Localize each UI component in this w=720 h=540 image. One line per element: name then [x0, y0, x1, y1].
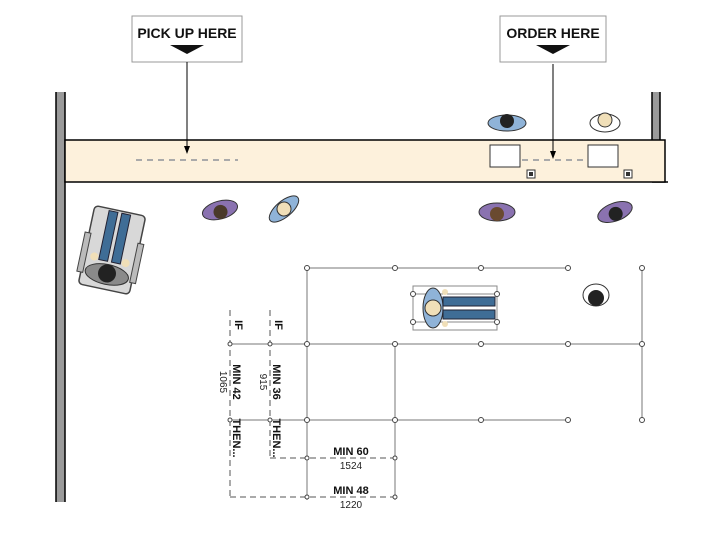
mm915-label: 915 — [257, 374, 268, 391]
customer-standing-right — [582, 283, 610, 307]
staff-person-2 — [589, 112, 621, 133]
customer-blue — [268, 195, 300, 223]
dimension-ticks — [227, 341, 398, 500]
service-counter — [64, 139, 666, 183]
staff-person-1 — [487, 114, 527, 132]
customer-purple-1 — [201, 199, 239, 221]
wheelchair-user-left — [76, 205, 146, 295]
grid-nodes — [304, 265, 645, 423]
register-1 — [489, 144, 536, 179]
pickup-sign: PICK UP HERE — [131, 15, 243, 154]
min36-label: MIN 36 — [270, 364, 282, 399]
register-2 — [587, 144, 633, 179]
order-sign-label: ORDER HERE — [506, 25, 599, 41]
mm1220-label: 1220 — [340, 500, 363, 511]
then-label-right: THEN... — [270, 418, 282, 457]
if-label-right: IF — [272, 320, 284, 330]
min42-label: MIN 42 — [230, 364, 242, 399]
mm1524-label: 1524 — [340, 461, 363, 472]
if-label-left: IF — [232, 320, 244, 330]
mm1065-label: 1065 — [217, 371, 228, 394]
customer-purple-3 — [597, 201, 633, 223]
pickup-sign-label: PICK UP HERE — [137, 25, 236, 41]
then-label-left: THEN... — [230, 418, 242, 457]
wheelchair-user-center — [410, 285, 500, 331]
dimension-lines — [229, 310, 395, 500]
min48-label: MIN 48 — [333, 485, 368, 497]
min60-label: MIN 60 — [333, 446, 368, 458]
order-sign: ORDER HERE — [499, 15, 607, 159]
left-wall — [55, 92, 66, 502]
customer-purple-2 — [478, 202, 516, 222]
